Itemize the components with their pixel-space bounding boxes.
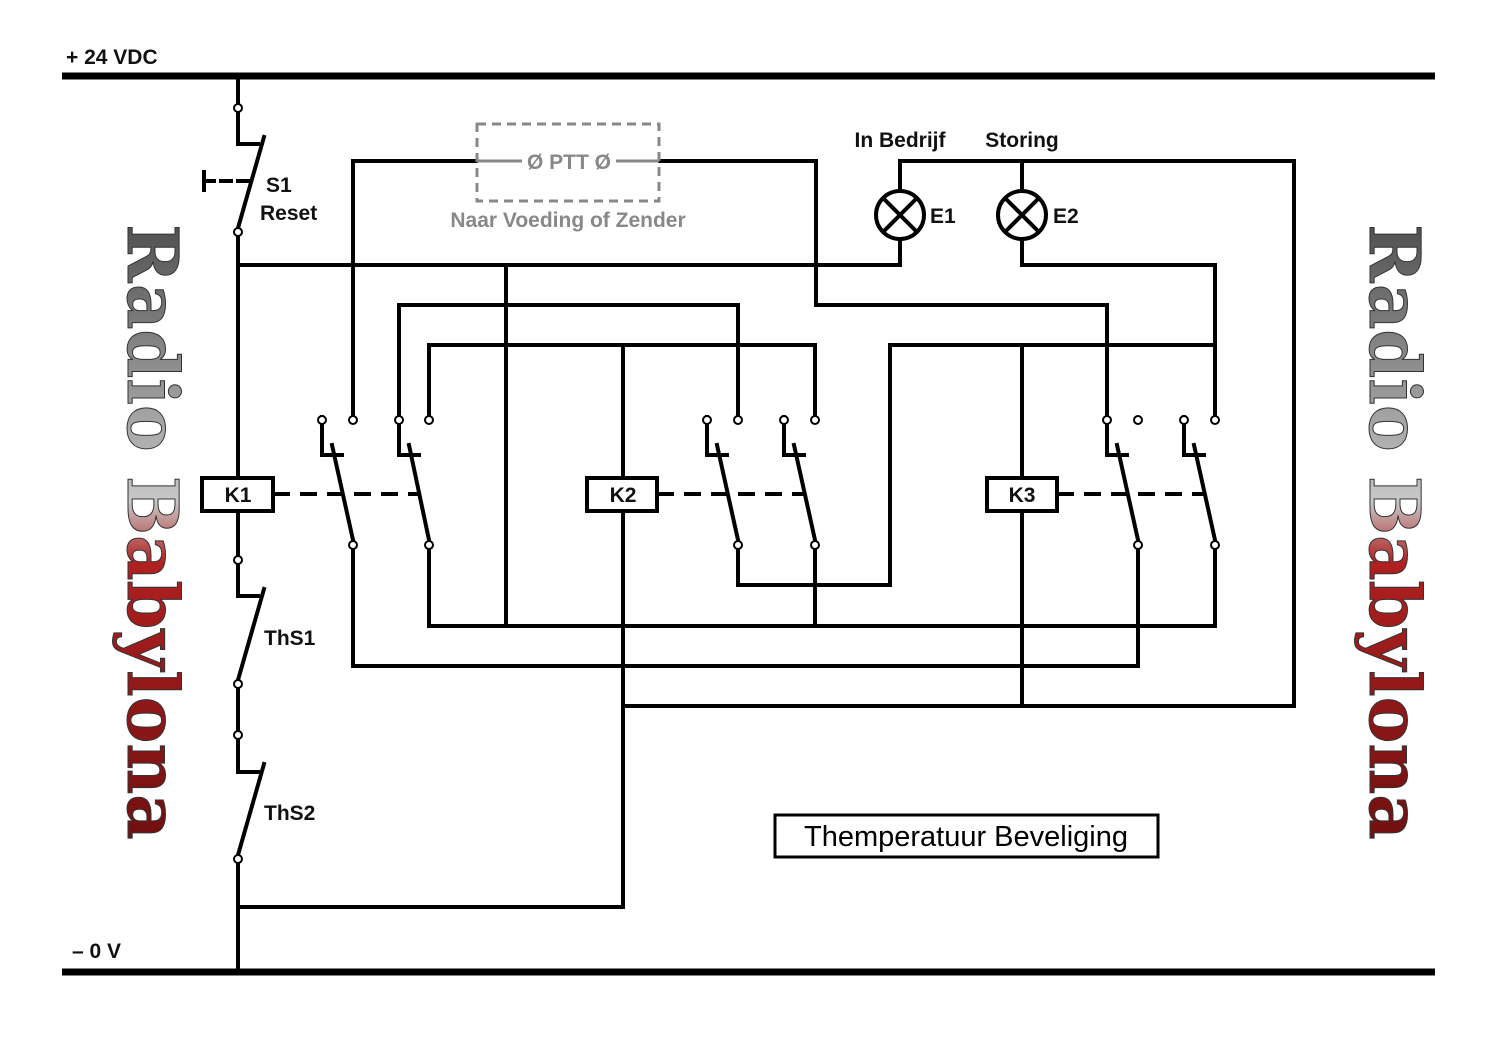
diagram-title: Themperatuur Beveliging: [804, 821, 1128, 853]
left-branch: [202, 74, 267, 974]
terminal: [233, 555, 243, 565]
relay-k1-label: K1: [225, 484, 252, 507]
lamp-e1-caption: In Bedrijf: [854, 129, 946, 152]
relay-k2-label: K2: [610, 484, 637, 507]
title-box: Themperatuur Beveliging: [773, 813, 1160, 859]
watermark-right: Radio Babylona: [1353, 224, 1437, 840]
minus-rail-label: – 0 V: [72, 940, 121, 963]
s1-reset-label: Reset: [260, 202, 317, 225]
plus-rail-label: + 24 VDC: [66, 46, 158, 69]
terminal: [233, 854, 243, 864]
lamp-e2-caption: Storing: [985, 129, 1059, 152]
watermark-right-text: Radio Babylona: [1353, 224, 1436, 839]
terminal: [233, 730, 243, 740]
ths2-label: ThS2: [264, 802, 315, 825]
terminal: [233, 227, 243, 237]
relay-k3-label: K3: [1009, 484, 1036, 507]
contacts-k1: [320, 415, 432, 543]
ptt-label: Ø PTT Ø: [527, 151, 611, 174]
watermark-left: Radio Babylona: [111, 224, 195, 840]
contact-terminals: [317, 415, 1220, 550]
lamp-e1: [874, 189, 926, 241]
ths1-label: ThS1: [264, 627, 316, 650]
terminal: [233, 679, 243, 689]
wiring: [236, 159, 1296, 909]
s1-name: S1: [266, 174, 292, 197]
lamp-e2-label: E2: [1053, 205, 1079, 228]
terminal: [233, 103, 243, 113]
ptt-connector: Ø PTT Ø: [475, 122, 661, 203]
lamp-e1-label: E1: [930, 205, 956, 228]
relay-k1: K1: [200, 476, 275, 513]
contacts-k3: [1105, 415, 1218, 543]
contacts-k2: [705, 415, 818, 543]
ptt-note: Naar Voeding of Zender: [450, 209, 685, 232]
relay-k2: K2: [585, 476, 659, 513]
lamp-e2: [996, 189, 1048, 241]
watermark-left-text: Radio Babylona: [111, 224, 194, 839]
relay-k3: K3: [985, 476, 1059, 513]
